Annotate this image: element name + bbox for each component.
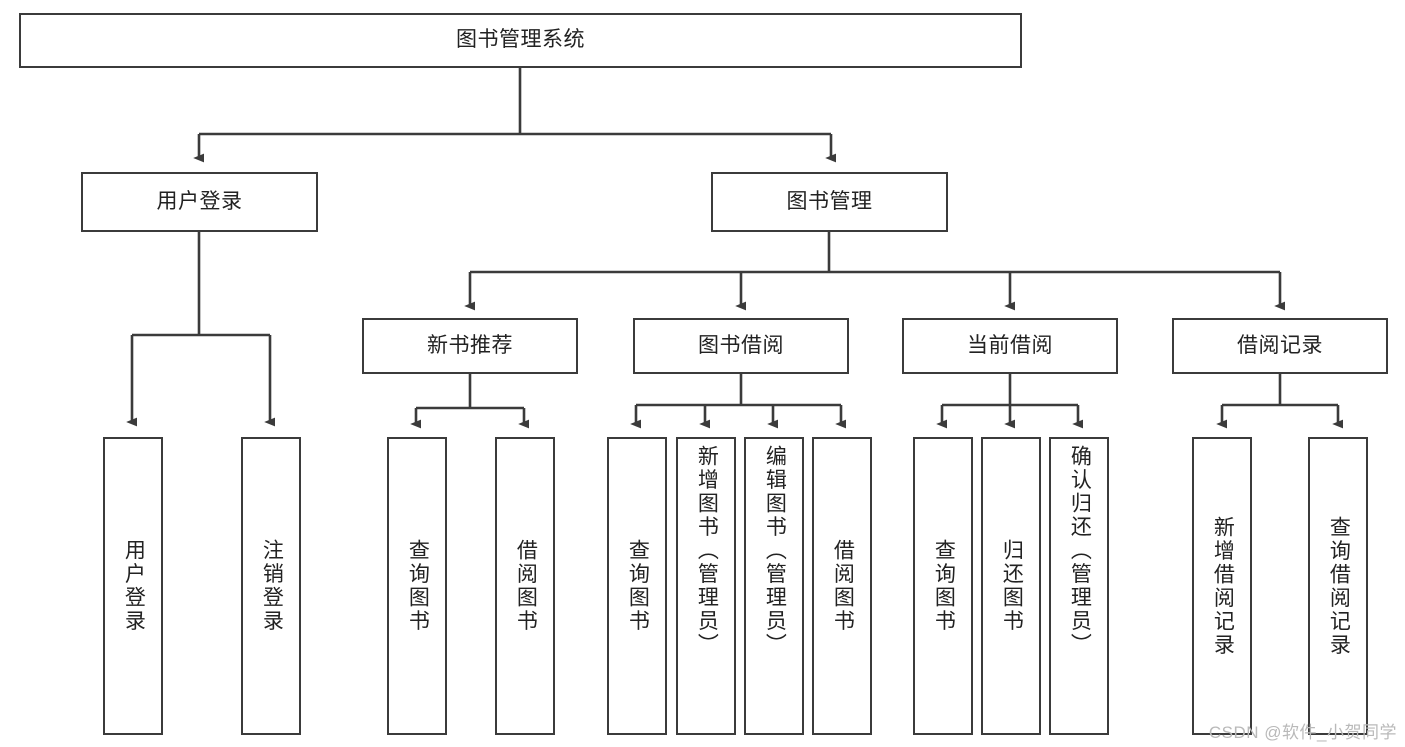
node-current-borrow[interactable]: 当前借阅 xyxy=(902,318,1118,374)
node-root-book-management-system[interactable]: 图书管理系统 xyxy=(19,13,1022,68)
node-label: 用户登录 xyxy=(156,189,243,213)
node-label: 查询图书 xyxy=(406,539,430,633)
node-label: 确认归还（管理员） xyxy=(1068,445,1092,657)
node-label: 新增图书（管理员） xyxy=(695,445,719,657)
leaf-add-borrow-record[interactable]: 新增借阅记录 xyxy=(1192,437,1252,735)
leaf-query-book-current[interactable]: 查询图书 xyxy=(913,437,973,735)
node-label: 编辑图书（管理员） xyxy=(763,445,787,657)
node-label: 新增借阅记录 xyxy=(1211,515,1235,657)
node-new-book-recommend[interactable]: 新书推荐 xyxy=(362,318,578,374)
leaf-add-book-admin[interactable]: 新增图书（管理员） xyxy=(676,437,736,735)
leaf-confirm-return-admin[interactable]: 确认归还（管理员） xyxy=(1049,437,1109,735)
leaf-query-borrow-record[interactable]: 查询借阅记录 xyxy=(1308,437,1368,735)
node-label: 借阅图书 xyxy=(831,539,855,633)
leaf-user-login[interactable]: 用户登录 xyxy=(103,437,163,735)
leaf-logout[interactable]: 注销登录 xyxy=(241,437,301,735)
node-label: 当前借阅 xyxy=(967,333,1053,357)
node-label: 图书管理系统 xyxy=(456,28,585,52)
watermark-credit: CSDN @软件_小贺同学 xyxy=(1208,723,1397,742)
node-book-management[interactable]: 图书管理 xyxy=(711,172,948,232)
node-label: 用户登录 xyxy=(122,539,146,633)
node-label: 查询借阅记录 xyxy=(1327,515,1351,657)
node-label: 注销登录 xyxy=(260,539,284,633)
leaf-query-book-borrow[interactable]: 查询图书 xyxy=(607,437,667,735)
leaf-query-book-recommend[interactable]: 查询图书 xyxy=(387,437,447,735)
node-label: 图书管理 xyxy=(786,189,873,213)
node-book-borrow[interactable]: 图书借阅 xyxy=(633,318,849,374)
leaf-borrow-book[interactable]: 借阅图书 xyxy=(812,437,872,735)
node-label: 查询图书 xyxy=(932,539,956,633)
leaf-borrow-book-recommend[interactable]: 借阅图书 xyxy=(495,437,555,735)
leaf-edit-book-admin[interactable]: 编辑图书（管理员） xyxy=(744,437,804,735)
node-user-login[interactable]: 用户登录 xyxy=(81,172,318,232)
node-label: 新书推荐 xyxy=(427,333,513,357)
node-label: 查询图书 xyxy=(626,539,650,633)
node-label: 图书借阅 xyxy=(698,333,784,357)
node-label: 借阅图书 xyxy=(514,539,538,633)
node-label: 借阅记录 xyxy=(1237,333,1323,357)
node-borrow-record[interactable]: 借阅记录 xyxy=(1172,318,1388,374)
leaf-return-book[interactable]: 归还图书 xyxy=(981,437,1041,735)
node-label: 归还图书 xyxy=(1000,539,1024,633)
